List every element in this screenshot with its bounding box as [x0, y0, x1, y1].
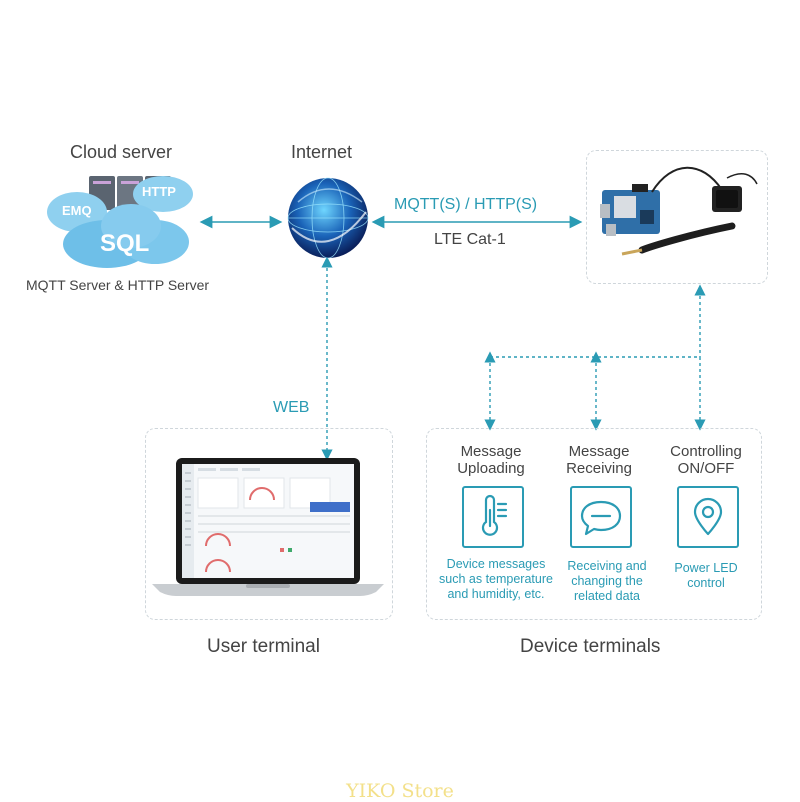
laptop-icon: [152, 458, 384, 596]
store-watermark: YIKO Store: [346, 780, 454, 802]
http-badge: HTTP: [142, 184, 176, 199]
web-label: WEB: [273, 399, 310, 416]
feature-1-desc-line3: and humidity, etc.: [447, 587, 545, 601]
cloud-server-subtitle: MQTT Server & HTTP Server: [26, 277, 210, 293]
feature-1-desc-line2: such as temperature: [439, 572, 553, 586]
feature-2-title-line1: Message: [568, 443, 630, 460]
feature-2-title-line2: Receiving: [566, 460, 632, 477]
lte-hat-device-icon: [600, 166, 758, 256]
feature-2-desc-line3: related data: [573, 589, 641, 603]
feature-3-desc-line1: Power LED: [674, 561, 738, 575]
internet-title: Internet: [291, 142, 353, 162]
feature-3-desc-line2: control: [687, 576, 725, 590]
sql-badge: SQL: [100, 230, 150, 257]
feature-2-icon-frame: [570, 486, 632, 548]
user-terminal-box: [145, 428, 393, 620]
feature-1-icon-frame: [462, 486, 524, 548]
feature-2-desc-line2: changing the: [571, 574, 643, 588]
cloud-server-icon: [47, 176, 193, 268]
location-pin-icon: [693, 497, 723, 536]
thermometer-icon: [481, 494, 508, 536]
network-label: LTE Cat-1: [434, 231, 506, 248]
feature-3-icon-frame: [677, 486, 739, 548]
feature-2-desc-line1: Receiving and: [567, 559, 647, 573]
globe-icon: [287, 177, 369, 259]
chat-bubble-icon: [580, 500, 622, 536]
device-terminals-box: [426, 428, 762, 620]
device-hardware-box: [586, 150, 768, 284]
feature-1-title-line2: Uploading: [457, 460, 525, 477]
user-terminal-title: User terminal: [207, 636, 320, 657]
device-terminals-title: Device terminals: [520, 636, 661, 657]
cloud-server-title: Cloud server: [70, 142, 173, 162]
protocol-label: MQTT(S) / HTTP(S): [394, 196, 538, 213]
feature-1-title-line1: Message: [460, 443, 522, 460]
emq-badge: EMQ: [62, 203, 92, 218]
feature-1-desc-line1: Device messages: [446, 557, 546, 571]
feature-3-title-line2: ON/OFF: [677, 460, 735, 477]
feature-3-title-line1: Controlling: [670, 443, 742, 460]
